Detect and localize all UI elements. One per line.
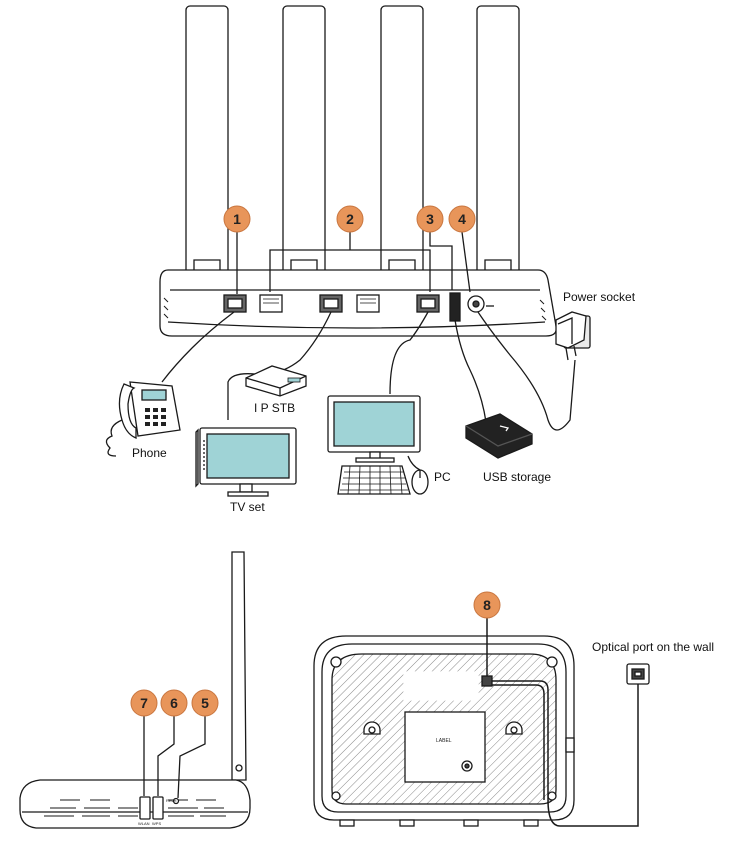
pc-device xyxy=(327,395,429,495)
svg-text:WPS: WPS xyxy=(152,821,161,826)
lan-port-3 xyxy=(356,294,380,313)
callout-leaders-side xyxy=(143,716,206,799)
svg-text:3: 3 xyxy=(426,211,434,227)
svg-text:5: 5 xyxy=(201,695,209,711)
label-optical-port: Optical port on the wall xyxy=(592,640,714,654)
reset-hole xyxy=(172,797,180,805)
router-side-view xyxy=(19,551,251,829)
svg-text:WLAN: WLAN xyxy=(138,821,150,826)
usb-storage-device xyxy=(465,413,533,459)
callout-7: 7 xyxy=(130,689,158,717)
callout-2: 2 xyxy=(336,205,364,233)
ipstb-device xyxy=(245,365,307,397)
side-antenna xyxy=(231,551,247,781)
usb-port xyxy=(449,292,461,322)
svg-text:Reset: Reset xyxy=(166,798,177,803)
callout-3: 3 xyxy=(416,205,444,233)
antenna-4 xyxy=(476,5,520,287)
callout-4: 4 xyxy=(448,205,476,233)
wps-button xyxy=(152,796,164,820)
svg-text:6: 6 xyxy=(170,695,178,711)
label-ipstb: I P STB xyxy=(254,401,295,415)
fiber-cable xyxy=(486,618,639,827)
svg-text:4: 4 xyxy=(458,211,466,227)
label-pc: PC xyxy=(434,470,451,484)
callout-6: 6 xyxy=(160,689,188,717)
router-rear-view xyxy=(159,5,557,337)
antenna-2 xyxy=(282,5,326,287)
label-sticker: LABEL xyxy=(436,738,452,744)
power-adapter xyxy=(555,311,591,361)
callout-leaders-top xyxy=(236,230,471,294)
cables-top xyxy=(161,311,576,471)
lan-port-1 xyxy=(259,294,283,313)
callout-5: 5 xyxy=(191,689,219,717)
wlan-button xyxy=(139,796,151,820)
label-tv-set: TV set xyxy=(230,500,265,514)
router-bottom-view xyxy=(313,635,575,827)
callout-8: 8 xyxy=(473,591,501,619)
tv-device xyxy=(195,427,297,497)
svg-text:2: 2 xyxy=(346,211,354,227)
label-phone: Phone xyxy=(132,446,167,460)
optical-port xyxy=(481,675,493,687)
label-usb-storage: USB storage xyxy=(483,470,551,484)
phone-device xyxy=(105,381,181,457)
callout-1: 1 xyxy=(223,205,251,233)
antenna-3 xyxy=(380,5,424,287)
svg-text:1: 1 xyxy=(233,211,241,227)
label-area xyxy=(404,711,486,783)
antenna-1 xyxy=(185,5,229,287)
svg-text:7: 7 xyxy=(140,695,148,711)
wall-optical-port xyxy=(626,663,650,685)
svg-text:8: 8 xyxy=(483,597,491,613)
label-power-socket: Power socket xyxy=(563,290,636,304)
